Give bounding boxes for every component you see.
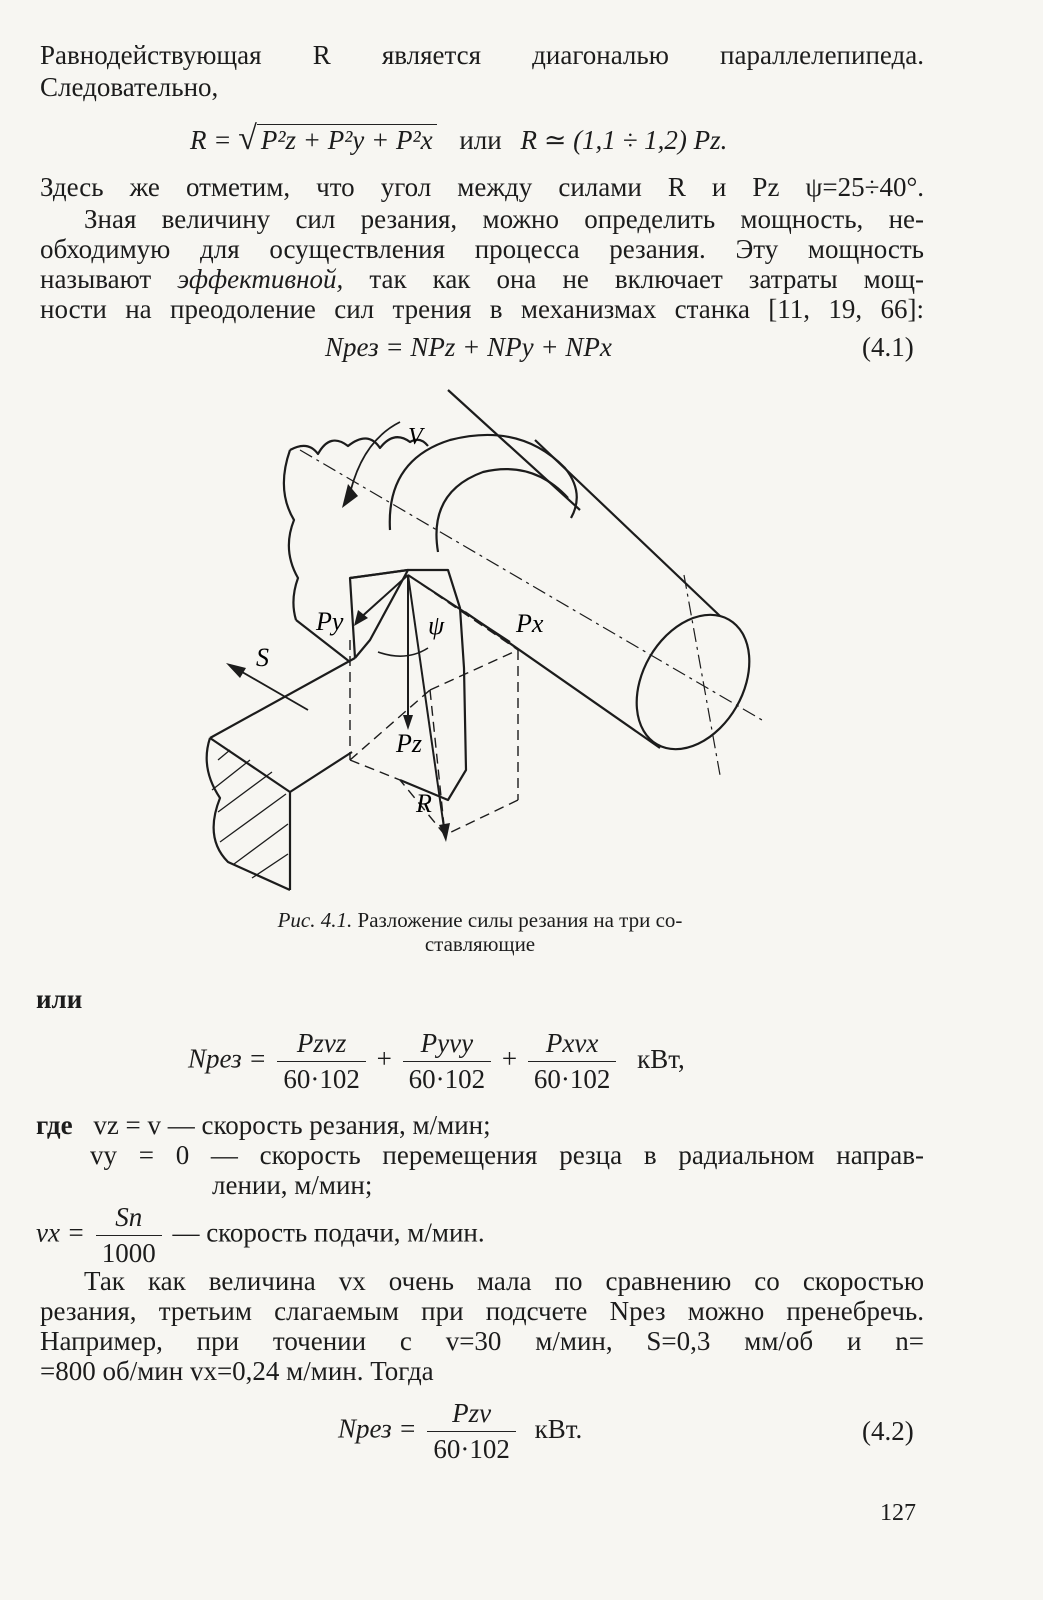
definition-vx-num: Sn <box>95 1202 162 1236</box>
paragraph-3-line-2: обходимую для осуществления процесса рез… <box>40 234 924 264</box>
definition-vz: где vz = v — скорость резания, м/мин; <box>36 1110 491 1141</box>
tool-shank-section <box>205 737 291 892</box>
eq42-unit: кВт. <box>534 1413 583 1444</box>
definition-vx-lhs: vx = <box>36 1217 85 1248</box>
figure-caption: Рис. 4.1. Разложение силы резания на три… <box>190 908 770 956</box>
py-arrowhead <box>354 610 368 626</box>
equation-4-2-number: (4.2) <box>862 1416 914 1446</box>
paragraph-4-line-2: резания, третьим слагаемым при подсчете … <box>40 1296 924 1326</box>
definition-vx-text: — скорость подачи, м/мин. <box>172 1217 485 1248</box>
workpiece-top-edge <box>447 389 581 511</box>
tool-rake-face <box>349 568 410 659</box>
paragraph-1-line-1: Равнодействующая R является диагональю п… <box>40 40 924 70</box>
paragraph-3-emphasis: эффективной, <box>177 264 344 294</box>
eq-power-frac2-num: Pyvy <box>402 1028 492 1062</box>
eq42-den: 60·102 <box>433 1434 510 1464</box>
rotation-arrowhead <box>342 484 358 508</box>
paragraph-4-line-4: =800 об/мин vx=0,24 м/мин. Тогда <box>40 1356 434 1386</box>
tool-shank-front-top <box>209 737 291 793</box>
eq-power-plus-2: + <box>501 1043 518 1074</box>
tool-section-hatch <box>211 749 289 879</box>
paragraph-3-text-b: так как она не включает затраты мощ- <box>369 264 924 294</box>
figure-4-1-cutting-force-diagram: V Py ψ Px S Pz R <box>205 389 763 892</box>
eq-power-frac2-den: 60·102 <box>408 1064 486 1094</box>
paragraph-2: Здесь же отметим, что угол между силами … <box>40 172 924 202</box>
force-vector-py <box>357 574 409 621</box>
paragraph-3-line-1: Зная величину сил резания, можно определ… <box>84 204 924 234</box>
r-arrowhead <box>439 823 450 842</box>
eq-power-frac3-den: 60·102 <box>533 1064 611 1094</box>
formula-resultant-approx: R ≃ (1,1 ÷ 1,2) Pz. <box>520 125 728 155</box>
eq42-num: Pzv <box>427 1398 516 1432</box>
equation-4-1-number: (4.1) <box>862 332 914 362</box>
caption-text-line-1: Разложение силы резания на три со- <box>357 908 683 932</box>
end-face-vertical-axis <box>683 574 721 776</box>
cylinder-top-edge <box>534 439 721 617</box>
eq-power-plus-1: + <box>376 1043 392 1074</box>
eq-power-frac1-den: 60·102 <box>283 1064 360 1094</box>
cylinder-end-face <box>635 613 751 751</box>
figure-label-v: V <box>408 424 425 450</box>
axis-centerline <box>299 449 763 721</box>
eq-power-unit: кВт, <box>637 1043 685 1074</box>
equation-4-1: Nрез = NPz + NPy + NPx <box>325 332 612 362</box>
figure-label-px: Px <box>515 609 544 638</box>
force-vector-px <box>407 574 511 643</box>
tool-shank-top <box>209 657 356 739</box>
feed-arrowhead <box>226 663 246 678</box>
page-number: 127 <box>880 1500 916 1526</box>
formula-resultant-or: или <box>459 125 502 155</box>
formula-resultant-radicand: P²z + P²y + P²x <box>256 124 437 155</box>
definition-vy-line-2: лении, м/мин; <box>212 1170 373 1200</box>
paragraph-3-line-3: называют эффективной, так как она не вкл… <box>40 264 924 294</box>
workpiece-bottom-edge <box>295 619 351 663</box>
formula-resultant: R = √P²z + P²y + P²x или R ≃ (1,1 ÷ 1,2)… <box>190 120 728 157</box>
definition-vy-line-1: vy = 0 — скорость перемещения резца в ра… <box>90 1140 924 1170</box>
word-or: или <box>36 984 83 1014</box>
figure-label-py: Py <box>315 607 344 636</box>
psi-angle-arc <box>377 647 429 657</box>
definition-vx-den: 1000 <box>101 1238 156 1268</box>
caption-text-line-2: ставляющие <box>424 932 536 956</box>
paragraph-1-line-2: Следовательно, <box>40 72 219 102</box>
workpiece-torn-end <box>289 436 429 456</box>
workpiece-left-edge <box>282 449 300 621</box>
definition-vz-text: vz = v — скорость резания, м/мин; <box>93 1110 491 1140</box>
caption-label: Рис. 4.1. <box>277 908 353 932</box>
pz-arrowhead <box>403 715 413 730</box>
tool-shank-right-edge <box>289 751 353 793</box>
force-vector-r <box>407 574 446 836</box>
shoulder-inner <box>435 468 569 553</box>
eq-power-lhs: Nрез = <box>188 1043 267 1074</box>
paragraph-4-line-1: Так как величина vx очень мала по сравне… <box>84 1266 924 1296</box>
eq-power-frac3-num: Pxvx <box>527 1028 617 1062</box>
formula-resultant-lhs: R = <box>190 125 239 155</box>
paragraph-3-line-4: ности на преодоление сил трения в механи… <box>40 294 924 324</box>
word-where: где <box>36 1110 73 1140</box>
paragraph-4-line-3: Например, при точении с v=30 м/мин, S=0,… <box>40 1326 924 1356</box>
paragraph-3-text-a: называют <box>40 264 152 294</box>
shoulder-collar <box>388 433 578 531</box>
eq42-lhs: Nрез = <box>338 1413 417 1444</box>
rotation-arrow <box>347 421 401 503</box>
eq-power-frac1-num: Pzvz <box>277 1028 366 1062</box>
figure-label-s: S <box>256 643 269 672</box>
figure-label-pz: Pz <box>395 729 422 758</box>
figure-label-r: R <box>415 789 432 818</box>
figure-label-psi: ψ <box>428 611 445 640</box>
